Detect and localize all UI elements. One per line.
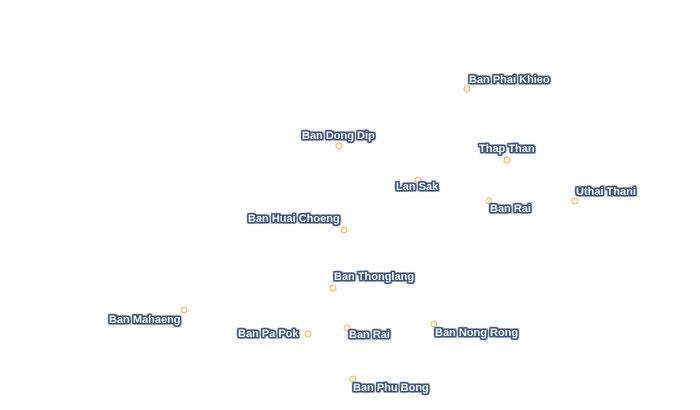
place-marker-icon[interactable] (463, 85, 471, 93)
place-label: Ban Huai Choeng (248, 213, 340, 225)
place-marker-icon[interactable] (304, 330, 312, 338)
place-label: Ban Rai (349, 329, 390, 341)
place-label: Ban Thonglang (334, 271, 415, 283)
place-label: Ban Phai Khieo (469, 74, 550, 86)
place-marker-icon[interactable] (349, 375, 357, 383)
place-label: Ban Dong Dip (302, 130, 375, 142)
place-label: Uthai Thani (576, 186, 636, 198)
place-marker-icon[interactable] (335, 142, 343, 150)
place-marker-icon[interactable] (414, 176, 422, 184)
place-marker-icon[interactable] (343, 324, 351, 332)
place-marker-icon[interactable] (329, 284, 337, 292)
place-label: Ban Rai (490, 203, 531, 215)
place-label: Ban Phu Bong (353, 382, 429, 394)
place-marker-icon[interactable] (180, 306, 188, 314)
place-label: Ban Mahaeng (109, 314, 181, 326)
place-marker-icon[interactable] (571, 197, 579, 205)
place-label: Lan Sak (396, 181, 439, 193)
place-marker-icon[interactable] (430, 320, 438, 328)
place-marker-icon[interactable] (485, 197, 493, 205)
place-label: Ban Pa Pok (238, 328, 299, 340)
place-label: Thap Than (479, 143, 535, 155)
place-label: Ban Nong Rong (435, 327, 519, 339)
place-marker-icon[interactable] (503, 156, 511, 164)
place-marker-icon[interactable] (340, 226, 348, 234)
